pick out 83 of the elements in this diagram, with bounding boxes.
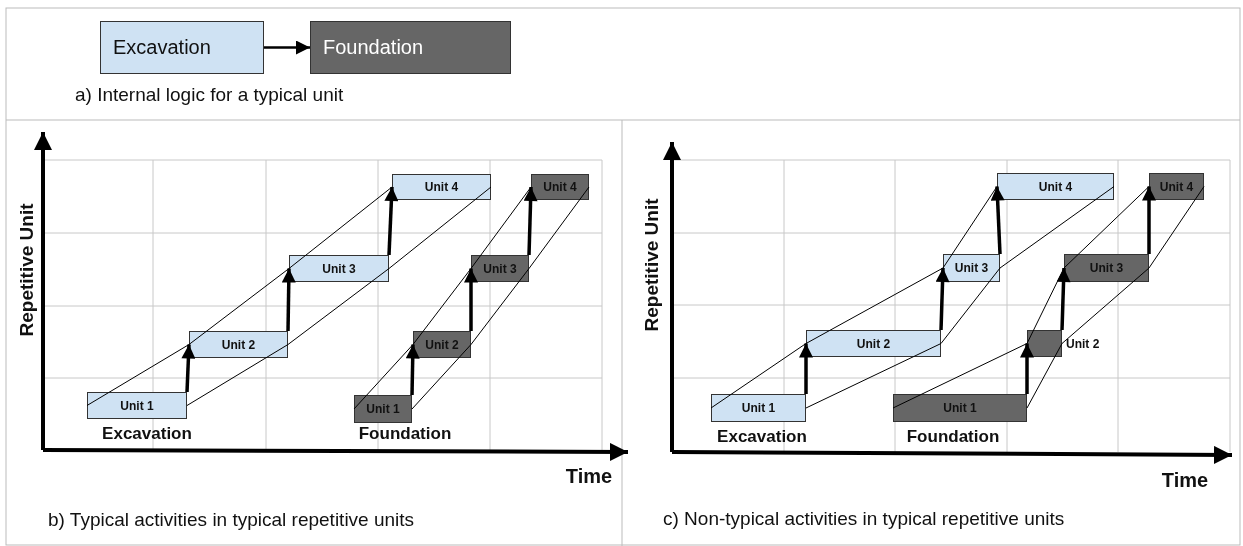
- connector-line: [942, 186, 998, 269]
- unit-bar: [189, 331, 288, 358]
- unit-bar: [531, 174, 589, 200]
- connector-line: [1061, 267, 1150, 344]
- unit-label: Unit 4: [1038, 179, 1073, 194]
- connector-line: [288, 186, 393, 269]
- unit-label: Unit 2: [425, 337, 459, 352]
- arrow: [990, 186, 1005, 255]
- activity-label: Excavation: [113, 36, 211, 59]
- connector-line: [287, 268, 390, 345]
- unit-label: Unit 2: [856, 336, 891, 351]
- unit-bar: [893, 394, 1027, 422]
- connector-line: [353, 344, 414, 410]
- unit-bar: [711, 394, 806, 422]
- connector-line: [892, 343, 1028, 409]
- activity-box: [310, 21, 511, 74]
- unit-label: Unit 2: [1066, 336, 1100, 351]
- unit-bar: [1149, 173, 1204, 200]
- unit-label: Unit 1: [741, 401, 776, 415]
- connector-line: [805, 343, 942, 409]
- connector-line: [528, 186, 590, 269]
- connector-line: [805, 267, 944, 344]
- connector-line: [1026, 267, 1065, 344]
- arrow: [1020, 343, 1034, 394]
- arrow: [1142, 186, 1156, 254]
- unit-label: Unit 1: [120, 398, 154, 413]
- arrow: [523, 186, 538, 256]
- unit-bar: [413, 331, 471, 358]
- unit-bar: [87, 392, 187, 419]
- unit-bar: [471, 255, 529, 282]
- connector-line: [1063, 186, 1150, 269]
- unit-label: Unit 4: [424, 180, 459, 194]
- connector-line: [188, 268, 290, 345]
- connector-line: [411, 344, 472, 410]
- unit-label: Unit 4: [1159, 179, 1194, 194]
- connector-line: [470, 268, 530, 345]
- unit-bar: [806, 330, 941, 357]
- arrow: [464, 268, 478, 331]
- connector-line: [1026, 343, 1063, 409]
- arrow: [935, 267, 950, 331]
- unit-bar: [1064, 254, 1149, 282]
- unit-label: Unit 3: [322, 261, 356, 276]
- unit-label: Unit 2: [221, 337, 256, 352]
- activity-box: [100, 21, 264, 74]
- arrow: [384, 186, 399, 256]
- arrow: [281, 268, 296, 332]
- connector-line: [940, 267, 1001, 344]
- activity-label: Excavation: [102, 424, 192, 444]
- axis-title: Time: [1161, 468, 1209, 492]
- connector-line: [710, 343, 807, 409]
- axis-title: Repetitive Unit: [641, 198, 663, 332]
- arrow: [799, 343, 813, 394]
- unit-label: Unit 3: [1089, 261, 1124, 275]
- unit-bar: [997, 173, 1114, 200]
- axis-title: Time: [565, 464, 613, 488]
- unit-bar: [354, 395, 412, 423]
- axis-title: Repetitive Unit: [16, 203, 38, 337]
- caption: c) Non-typical activities in typical repetitive units: [663, 508, 1065, 530]
- unit-label: Unit 1: [943, 401, 977, 415]
- connector-line: [186, 344, 289, 406]
- connector-line: [470, 186, 532, 269]
- unit-label: Unit 3: [483, 261, 517, 276]
- unit-label: Unit 1: [366, 402, 400, 416]
- connector-line: [388, 186, 492, 269]
- activity-label: Foundation: [906, 427, 1000, 447]
- activity-label: Excavation: [717, 427, 807, 447]
- unit-bar: [289, 255, 389, 282]
- connector-line: [999, 186, 1115, 269]
- unit-label: Unit 4: [543, 180, 577, 194]
- caption: b) Typical activities in typical repetitive units: [48, 509, 415, 531]
- unit-label: Unit 3: [954, 261, 989, 275]
- activity-label: Foundation: [323, 36, 424, 59]
- arrow: [264, 40, 310, 55]
- connector-line: [412, 268, 472, 345]
- connector-line: [86, 344, 190, 406]
- arrow: [1056, 267, 1071, 331]
- connector-line: [1148, 186, 1205, 269]
- unit-bar: [392, 174, 491, 200]
- activity-label: Foundation: [358, 424, 452, 444]
- arrow: [405, 344, 420, 396]
- arrow: [181, 344, 196, 393]
- unit-bar: [943, 254, 1000, 282]
- caption: a) Internal logic for a typical unit: [75, 84, 344, 106]
